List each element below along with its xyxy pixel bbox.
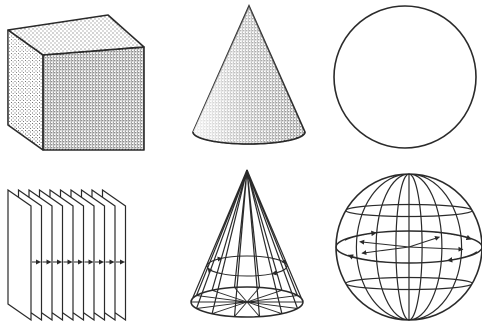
stippled-cube — [8, 15, 144, 150]
cone-generator-line — [197, 170, 248, 296]
cone-generator-line — [247, 170, 298, 296]
cube-front-face — [43, 47, 144, 150]
wireframe-cone — [191, 170, 303, 317]
outline-circle — [334, 6, 476, 148]
stacked-planes — [8, 190, 126, 320]
plane-sheet — [8, 190, 31, 320]
sphere-radial-arrow — [360, 242, 409, 247]
wireframe-sphere — [336, 174, 482, 320]
sphere-equator-arrow — [348, 255, 386, 262]
sphere-radial-arrow — [409, 237, 440, 247]
sphere-equator-arrow — [447, 252, 476, 261]
sphere-radial-arrow — [362, 247, 409, 253]
sphere-equator-arrow — [345, 233, 377, 240]
sphere-equator-arrow — [435, 232, 472, 239]
stippled-cone — [193, 6, 305, 144]
sphere-radial-arrow — [409, 247, 463, 249]
